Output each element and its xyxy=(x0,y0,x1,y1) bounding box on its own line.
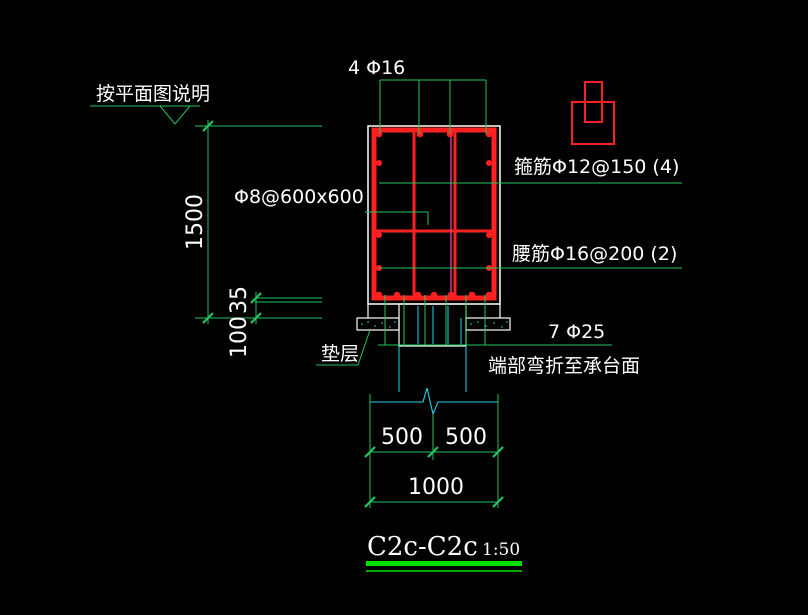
stirrup-label: 箍筋Φ12@150 (4) xyxy=(514,156,679,178)
dim-35: 35 xyxy=(227,286,252,314)
top-rebar-dots xyxy=(375,130,493,138)
left-half-dimension: 500 xyxy=(381,425,423,450)
bend-note-label: 端部弯折至承台面 xyxy=(488,355,640,377)
waist-bar-label: 腰筋Φ16@200 (2) xyxy=(512,243,677,265)
section-key-icon xyxy=(571,81,615,145)
right-half-dimension: 500 xyxy=(445,425,487,450)
bottom-bars-label: 7 Φ25 xyxy=(548,321,605,343)
dim-100: 100 xyxy=(227,316,252,358)
dimension-ticks xyxy=(202,120,504,508)
plan-note-label: 按平面图说明 xyxy=(96,83,210,105)
pad-label: 垫层 xyxy=(321,343,359,365)
title-underline-thick xyxy=(366,561,522,566)
tie-label: Φ8@600x600 xyxy=(234,186,364,208)
scale-label: 1:50 xyxy=(482,540,520,560)
waist-rebar-dots xyxy=(376,160,492,271)
pile-below xyxy=(370,303,498,416)
top-bars-label: 4 Φ16 xyxy=(348,57,405,79)
section-title: C2c-C2c xyxy=(367,532,478,562)
total-width-dimension: 1000 xyxy=(408,475,464,500)
rebar-cage xyxy=(371,127,497,301)
bottom-rebar-dots xyxy=(375,291,493,299)
height-dimension: 1500 xyxy=(183,194,208,250)
beam-outline xyxy=(367,125,501,318)
